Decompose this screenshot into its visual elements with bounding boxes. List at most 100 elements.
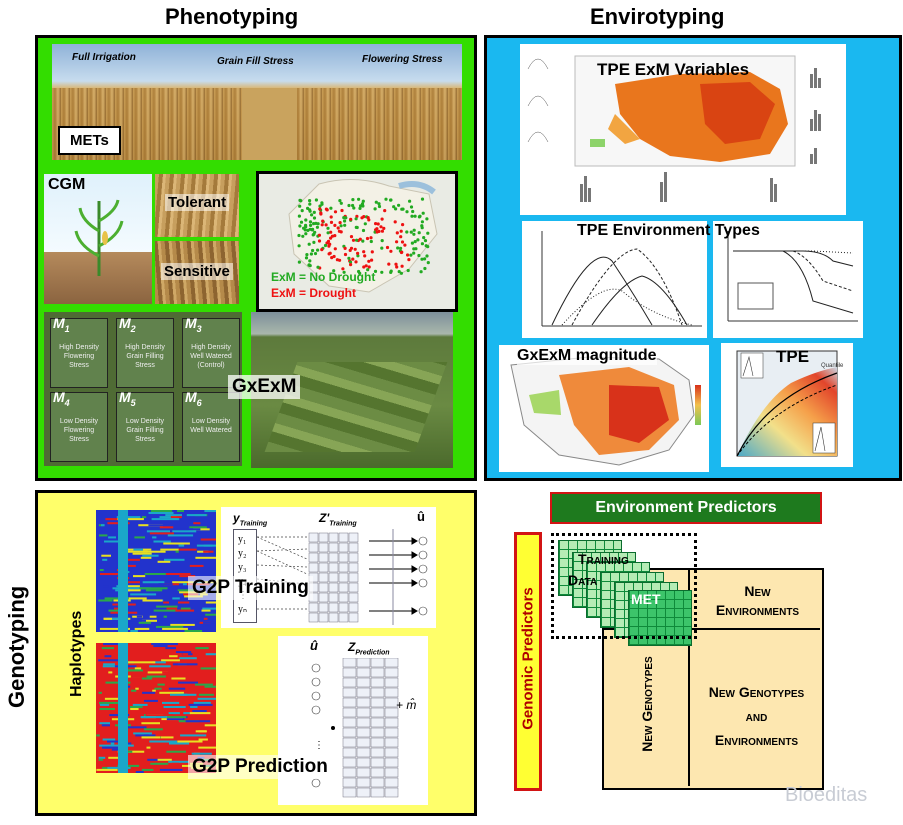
tpe-exm-variables-card: TPE ExM Variables <box>520 44 846 215</box>
drought-point <box>395 265 399 269</box>
haplotype-block <box>205 601 216 604</box>
management-plot-subscript: 4 <box>64 397 70 408</box>
no-drought-point <box>410 214 414 218</box>
mets-field-photo: Full Irrigation Grain Fill Stress Flower… <box>52 44 462 160</box>
haplotype-block <box>178 544 185 547</box>
map-points-group <box>297 197 430 275</box>
management-plot-letter: M <box>185 315 197 331</box>
new-environments-cell: New Environments <box>700 582 815 620</box>
management-plot-label: M3 <box>185 315 202 334</box>
gxexm-magnitude-label: GxExM magnitude <box>517 347 657 365</box>
no-drought-point <box>297 233 301 238</box>
haplotype-block <box>99 708 115 711</box>
tpe-env-types-left <box>522 221 707 338</box>
matrix-cell <box>384 717 399 728</box>
no-drought-point <box>420 257 424 261</box>
haplotype-block <box>175 609 195 612</box>
haplotype-block <box>99 722 110 725</box>
haplotype-block <box>168 760 189 763</box>
no-drought-point <box>316 248 320 252</box>
haplotype-block <box>103 643 119 646</box>
no-drought-point <box>425 217 429 221</box>
drought-point <box>317 233 321 237</box>
no-drought-point <box>358 271 362 275</box>
no-drought-point <box>297 214 301 218</box>
haplotype-block <box>150 510 173 513</box>
haplotype-block <box>180 734 207 737</box>
no-drought-point <box>347 203 351 208</box>
haplotype-block <box>178 601 190 604</box>
haplotype-block <box>160 548 179 551</box>
no-drought-point <box>301 234 305 238</box>
genomic-predictors-label: Genomic Predictors <box>519 587 537 730</box>
gxexm-label: GxExM <box>228 375 301 399</box>
haplotype-block <box>169 655 178 658</box>
haplotype-block <box>163 542 190 545</box>
haplotype-block <box>108 671 113 674</box>
no-drought-point <box>373 207 377 211</box>
no-drought-point <box>299 199 303 203</box>
no-drought-point <box>399 271 403 275</box>
no-drought-point <box>348 260 353 264</box>
no-drought-point <box>326 226 330 230</box>
drought-point <box>329 215 333 219</box>
z-training-subscript: Training <box>329 520 357 528</box>
matrix-cell <box>370 777 385 788</box>
matrix-cell <box>342 767 357 778</box>
management-plot-description: High Density Well Watered (Control) <box>190 344 232 369</box>
haplotype-block <box>159 526 174 529</box>
management-plot-description: High Density Grain Filling Stress <box>125 344 165 369</box>
y-vector-entry: y₂ <box>238 548 247 559</box>
drought-point <box>364 264 368 268</box>
no-drought-point <box>354 225 358 229</box>
haplotype-block <box>125 558 140 561</box>
matrix-cell <box>356 667 371 678</box>
no-drought-point <box>312 222 316 226</box>
haplotype-block <box>147 758 165 761</box>
no-drought-point <box>389 198 393 202</box>
matrix-cell <box>384 687 399 698</box>
y-vector-entry: yₙ <box>238 604 247 615</box>
no-drought-point <box>401 207 405 211</box>
z-training-symbol: Z'Training <box>319 511 357 527</box>
no-drought-point <box>339 224 343 228</box>
drought-point <box>367 265 371 269</box>
training-data-dotted-box <box>551 533 697 639</box>
haplotype-block <box>127 697 150 700</box>
haplotype-block <box>138 621 151 624</box>
haplotype-block <box>197 697 216 700</box>
drought-point <box>358 237 362 241</box>
drought-point <box>341 267 345 271</box>
drought-point <box>385 245 390 250</box>
z-prediction-subscript: Prediction <box>355 649 390 657</box>
no-drought-point <box>310 228 314 232</box>
matrix-cell <box>348 572 359 583</box>
drought-point <box>349 235 354 239</box>
haplotype-block <box>147 671 168 674</box>
no-drought-point <box>312 216 317 220</box>
management-plot-letter: M <box>53 389 65 405</box>
drought-point <box>329 220 334 224</box>
haplotype-block <box>107 740 122 743</box>
matrix-cell <box>338 592 349 603</box>
haplotype-block <box>163 706 186 709</box>
matrix-cell <box>384 677 399 688</box>
no-drought-point <box>396 246 400 250</box>
matrix-cell <box>384 667 399 678</box>
tpe-exm-variables-label: TPE ExM Variables <box>597 60 750 79</box>
tpe-env-types-right <box>713 221 863 338</box>
no-drought-point <box>426 261 430 265</box>
haplotype-block <box>167 534 194 537</box>
no-drought-point <box>411 209 415 214</box>
training-haplotype-heatmap <box>96 510 216 632</box>
haplotype-block <box>130 593 157 596</box>
training-mapping-arrows <box>257 529 428 625</box>
management-plot-letter: M <box>185 389 197 405</box>
haplotype-block <box>172 663 198 666</box>
haplotype-block <box>152 536 157 539</box>
plus-m-hat: + m̂ <box>396 698 417 712</box>
haplotype-block <box>153 645 168 648</box>
drought-point <box>407 258 411 262</box>
matrix-cell <box>318 602 329 613</box>
haplotype-block <box>200 538 216 541</box>
